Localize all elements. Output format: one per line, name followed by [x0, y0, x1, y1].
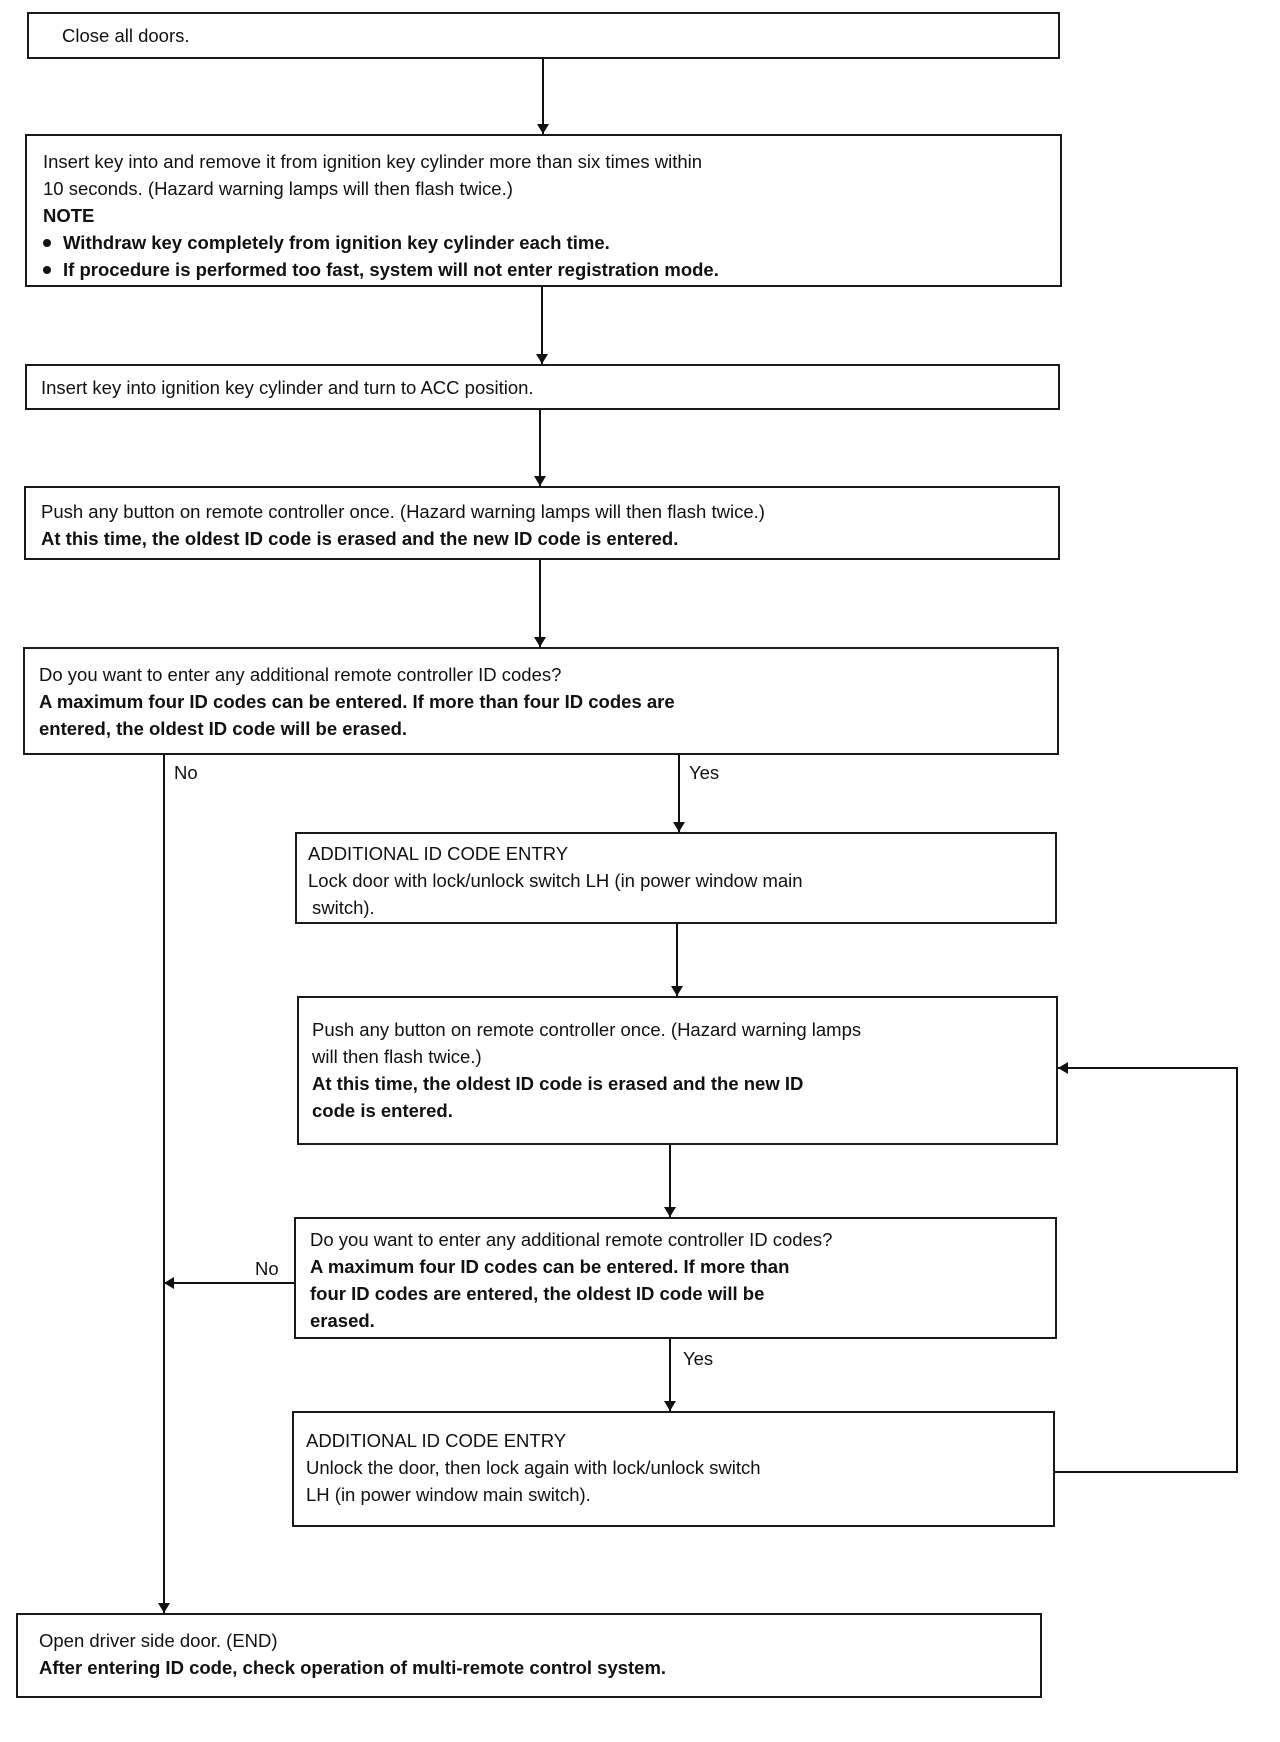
step-text: Push any button on remote controller onc… — [312, 1019, 862, 1040]
step-text: four ID codes are entered, the oldest ID… — [310, 1283, 765, 1304]
step-text: Lock door with lock/unlock switch LH (in… — [308, 870, 803, 891]
arrow-loop-back — [1055, 1062, 1238, 1473]
step-text: A maximum four ID codes can be entered. … — [310, 1256, 790, 1277]
step-text: ADDITIONAL ID CODE ENTRY — [306, 1430, 567, 1451]
step-end: Open driver side door. (END) After enter… — [16, 1613, 1042, 1698]
branch-label-no: No — [255, 1258, 279, 1279]
branch-label-no: No — [174, 762, 198, 783]
step-text: LH (in power window main switch). — [306, 1484, 591, 1505]
step-text: 10 seconds. (Hazard warning lamps will t… — [43, 178, 513, 199]
step-close-doors: Close all doors. — [27, 12, 1060, 59]
step-text: Do you want to enter any additional remo… — [39, 664, 562, 685]
step-text: erased. — [310, 1310, 375, 1331]
step-text: Insert key into ignition key cylinder an… — [41, 377, 534, 398]
step-text: switch). — [312, 897, 375, 918]
decision-additional-codes-2: Do you want to enter any additional remo… — [294, 1217, 1057, 1339]
step-text: Unlock the door, then lock again with lo… — [306, 1457, 761, 1478]
step-push-remote-button-again: Push any button on remote controller onc… — [297, 996, 1058, 1145]
bullet-icon — [43, 239, 51, 247]
step-text: will then flash twice.) — [312, 1046, 482, 1067]
step-text: At this time, the oldest ID code is eras… — [312, 1073, 804, 1094]
note-label: NOTE — [43, 205, 95, 226]
step-text: At this time, the oldest ID code is eras… — [41, 528, 679, 549]
step-text: Close all doors. — [62, 25, 190, 46]
note-item: Withdraw key completely from ignition ke… — [43, 229, 1060, 256]
step-text: Do you want to enter any additional remo… — [310, 1229, 833, 1250]
step-text: After entering ID code, check operation … — [39, 1657, 667, 1678]
note-item: If procedure is performed too fast, syst… — [43, 256, 1060, 283]
step-push-remote-button: Push any button on remote controller onc… — [24, 486, 1060, 560]
step-text: Push any button on remote controller onc… — [41, 501, 765, 522]
branch-label-yes: Yes — [683, 1348, 714, 1369]
step-text: Insert key into and remove it from ignit… — [43, 151, 703, 172]
step-insert-remove-key: Insert key into and remove it from ignit… — [25, 134, 1062, 287]
step-text: Open driver side door. (END) — [39, 1630, 278, 1651]
step-text: entered, the oldest ID code will be eras… — [39, 718, 408, 739]
step-additional-entry-lock: ADDITIONAL ID CODE ENTRY Lock door with … — [295, 832, 1057, 924]
step-text: ADDITIONAL ID CODE ENTRY — [308, 843, 569, 864]
step-text: A maximum four ID codes can be entered. … — [39, 691, 675, 712]
decision-additional-codes: Do you want to enter any additional remo… — [23, 647, 1059, 755]
step-turn-to-acc: Insert key into ignition key cylinder an… — [25, 364, 1060, 410]
step-additional-entry-unlock: ADDITIONAL ID CODE ENTRY Unlock the door… — [292, 1411, 1055, 1527]
branch-label-yes: Yes — [689, 762, 720, 783]
step-text: code is entered. — [312, 1100, 453, 1121]
bullet-icon — [43, 266, 51, 274]
